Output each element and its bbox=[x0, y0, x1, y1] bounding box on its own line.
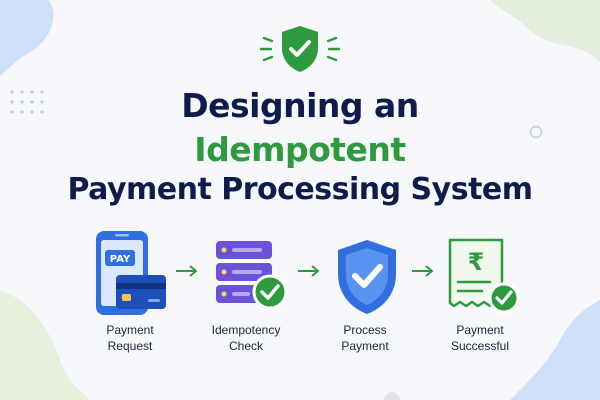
arrow-right-icon bbox=[176, 265, 197, 277]
shield-check-icon bbox=[338, 240, 396, 314]
bottom-right-blob bbox=[510, 300, 600, 400]
step-label-payment-request: Payment Request bbox=[106, 323, 154, 353]
top-right-blob bbox=[490, 0, 600, 62]
arrow-right-icon bbox=[412, 265, 433, 277]
dot-grid-decoration bbox=[10, 90, 44, 114]
server-check-icon bbox=[216, 241, 288, 310]
arrow-right-icon bbox=[298, 265, 319, 277]
shield-check-logo-icon bbox=[259, 26, 341, 72]
title-line-3: Payment Processing System bbox=[67, 172, 533, 207]
phone-card-icon: PAY bbox=[96, 231, 166, 315]
top-left-blob bbox=[0, 0, 54, 76]
bottom-center-dot bbox=[384, 392, 400, 400]
step-label-idempotency-check: Idempotency Check bbox=[211, 323, 281, 353]
step-label-payment-successful: Payment Successful bbox=[450, 323, 510, 353]
receipt-check-icon: ₹ bbox=[448, 238, 520, 314]
pay-badge-text: PAY bbox=[110, 254, 131, 265]
title-line-2: Idempotent bbox=[194, 130, 406, 169]
title-line-1: Designing an bbox=[181, 86, 419, 125]
bottom-left-blob bbox=[0, 290, 90, 400]
ring-decoration bbox=[529, 125, 543, 139]
rupee-symbol: ₹ bbox=[468, 248, 485, 276]
step-label-process-payment: Process Payment bbox=[341, 323, 389, 353]
